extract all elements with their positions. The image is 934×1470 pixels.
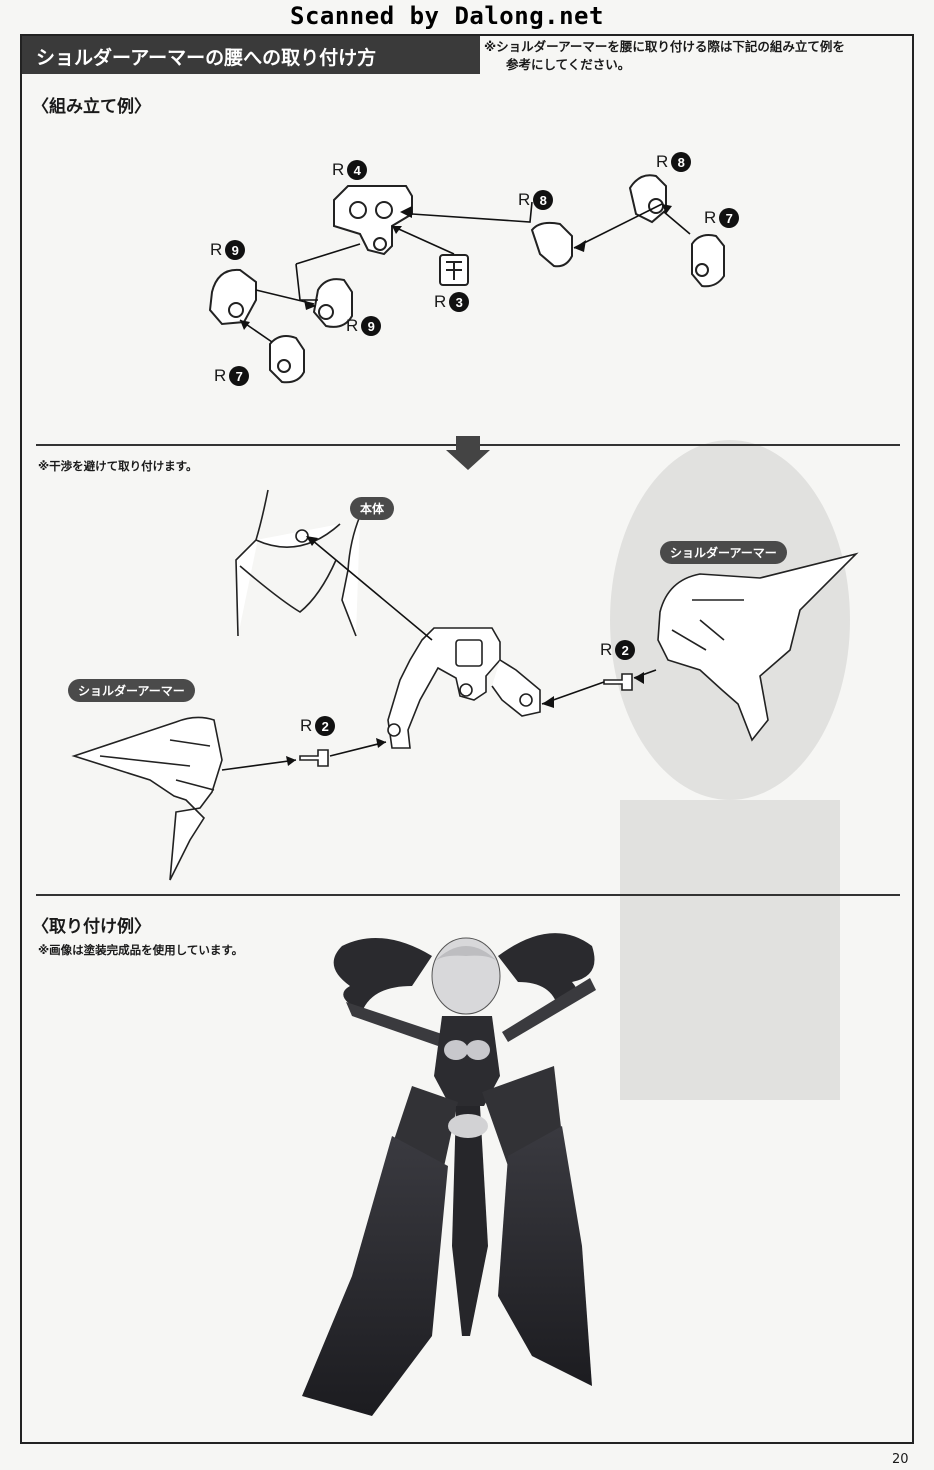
shoulder-armor-right-shape <box>657 552 859 742</box>
part-label-r9-left-number: 9 <box>225 240 246 260</box>
assembly-example-heading: 〈組み立て例〉 <box>32 97 151 117</box>
part-label-r7-right-number: 7 <box>719 208 740 228</box>
part-label-r9-right-number: 9 <box>361 316 382 336</box>
title-note: ※ショルダーアーマーを腰に取り付ける際は下記の組み立て例を 参考にしてください。 <box>484 38 904 74</box>
waist-body-shape <box>235 489 361 637</box>
part-label-r4: R 4 <box>332 160 368 180</box>
part-label-r8-top: R 8 <box>656 152 692 172</box>
cape-left <box>302 1136 448 1416</box>
part-label-r7-right: R 7 <box>704 208 740 228</box>
tag-shoulder-armor-left: ショルダーアーマー <box>68 679 195 702</box>
title-note-line-2: 参考にしてください。 <box>506 57 631 72</box>
torso <box>434 1016 500 1106</box>
part-label-r2-left-number: 2 <box>315 716 336 736</box>
part-label-r2-left: R 2 <box>300 716 336 736</box>
pin-r2-left-shape <box>299 749 329 767</box>
part-label-r2-left-prefix: R <box>300 716 313 735</box>
part-label-r7-right-prefix: R <box>704 208 717 227</box>
legs <box>452 1106 488 1336</box>
mounting-diagram <box>71 489 859 881</box>
part-label-r2-right-prefix: R <box>600 640 613 659</box>
page-title: ショルダーアーマーの腰への取り付け方 <box>36 47 377 69</box>
head <box>431 937 501 1015</box>
part-label-r9-right-prefix: R <box>346 316 359 335</box>
tag-body: 本体 <box>350 497 395 520</box>
divider-2 <box>36 894 900 896</box>
section-title-bar: ショルダーアーマーの腰への取り付け方 <box>22 36 480 74</box>
part-label-r7-left-number: 7 <box>229 366 250 386</box>
part-label-r3-number: 3 <box>449 292 470 312</box>
part-label-r4-prefix: R <box>332 160 345 179</box>
part-r9-left-shape <box>208 268 257 326</box>
part-label-r8-mid: R 8 <box>518 190 554 210</box>
title-note-line-1: ※ショルダーアーマーを腰に取り付ける際は下記の組み立て例を <box>484 39 845 54</box>
part-r8-mid-shape <box>530 221 573 268</box>
part-label-r2-right: R 2 <box>600 640 636 660</box>
part-label-r2-right-number: 2 <box>615 640 636 660</box>
pin-r2-right-shape <box>603 673 633 691</box>
left-arm <box>346 1002 442 1046</box>
right-bat-wing <box>498 933 595 1008</box>
finished-figure-photo <box>302 933 596 1416</box>
page-frame <box>20 34 914 1444</box>
part-label-r3: R 3 <box>434 292 470 312</box>
part-label-r4-number: 4 <box>347 160 368 180</box>
part-label-r8-mid-prefix: R <box>518 190 531 209</box>
photo-note: ※画像は塗装完成品を使用しています。 <box>38 943 244 957</box>
left-bat-wing <box>333 938 432 1012</box>
part-label-r8-mid-number: 8 <box>533 190 554 210</box>
down-arrow-icon <box>446 436 490 470</box>
page-number: 20 <box>892 1452 909 1467</box>
tag-shoulder-armor-right: ショルダーアーマー <box>660 541 787 564</box>
cape-right <box>498 1126 592 1386</box>
mount-example-heading: 〈取り付け例〉 <box>32 917 151 937</box>
part-r7-left-shape <box>269 335 305 384</box>
scan-watermark: Scanned by Dalong.net <box>290 2 604 30</box>
assembly-diagram <box>208 174 725 384</box>
right-arm <box>502 978 596 1042</box>
part-label-r8-top-number: 8 <box>671 152 692 172</box>
part-label-r9-left: R 9 <box>210 240 246 260</box>
part-label-r3-prefix: R <box>434 292 447 311</box>
part-label-r7-left-prefix: R <box>214 366 227 385</box>
part-label-r9-left-prefix: R <box>210 240 223 259</box>
interference-note: ※干渉を避けて取り付けます。 <box>38 459 198 473</box>
shoulder-armor-left-shape <box>71 716 223 881</box>
part-label-r9-right: R 9 <box>346 316 382 336</box>
part-label-r7-left: R 7 <box>214 366 250 386</box>
joint-assembly-shape <box>387 627 501 749</box>
part-label-r8-top-prefix: R <box>656 152 669 171</box>
